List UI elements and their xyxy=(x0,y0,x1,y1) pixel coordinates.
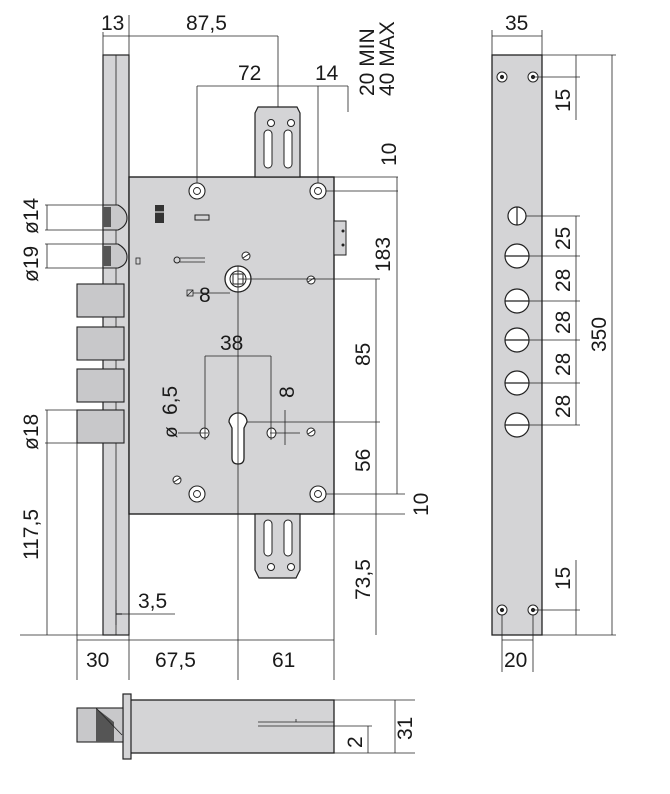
dim-6-5: 6,5 xyxy=(159,386,182,415)
dim-d18: ø18 xyxy=(20,414,43,450)
bottom-bracket xyxy=(254,513,301,579)
dim-35: 35 xyxy=(505,12,528,35)
dim-40-max: 40 MAX xyxy=(376,21,399,96)
pin-key xyxy=(173,256,205,264)
deadbolt-3 xyxy=(76,368,125,403)
dim-117-5: 117,5 xyxy=(20,509,43,560)
side-dimensions: 35 350 15 25 28 28 28 28 15 20 xyxy=(491,12,616,672)
deadbolt-2 xyxy=(76,326,125,361)
case-screw-tr xyxy=(309,182,327,200)
dim-72: 72 xyxy=(238,62,261,85)
dim-28-d: 28 xyxy=(552,395,575,418)
dim-67-5: 67,5 xyxy=(155,649,196,672)
dim-28-c: 28 xyxy=(552,353,575,376)
dim-3-5: 3,5 xyxy=(138,590,167,613)
dim-d19: ø19 xyxy=(20,246,43,282)
deadbolt-4 xyxy=(76,409,125,444)
dim-38: 38 xyxy=(220,332,243,355)
side-tab xyxy=(333,220,347,256)
latch-bolt-lower xyxy=(102,243,128,269)
faceplate-side xyxy=(491,54,543,636)
dim-20: 20 xyxy=(504,649,527,672)
dim-25: 25 xyxy=(552,227,575,250)
dim-61: 61 xyxy=(272,649,295,672)
dim-15-top: 15 xyxy=(552,89,575,112)
dim-73-5: 73,5 xyxy=(352,559,375,600)
side-view xyxy=(491,54,543,636)
dim-10-bottom: 10 xyxy=(410,493,433,516)
latch-bolt-upper xyxy=(102,204,128,231)
dim-87-5: 87,5 xyxy=(186,12,227,35)
dim-183: 183 xyxy=(372,237,395,272)
dim-15-bottom: 15 xyxy=(552,567,575,590)
deadbolt-1 xyxy=(76,283,125,318)
svg-text:ø: ø xyxy=(161,426,182,438)
dim-8-spindle: 8 xyxy=(199,284,211,307)
dim-14: 14 xyxy=(315,62,339,85)
slot-marker xyxy=(155,205,164,223)
dim-d14: ø14 xyxy=(20,197,43,234)
dim-350: 350 xyxy=(588,317,611,352)
case-screw-bl xyxy=(188,485,206,503)
dim-28-b: 28 xyxy=(552,311,575,334)
case-screw-tl xyxy=(188,182,206,200)
plan-case xyxy=(128,699,335,754)
plan-view: 2 31 xyxy=(76,693,417,760)
dim-8-pin: 8 xyxy=(276,386,299,398)
dim-28-a: 28 xyxy=(552,269,575,292)
dim-56: 56 xyxy=(352,449,375,472)
case-screw-br xyxy=(309,485,327,503)
top-bracket xyxy=(254,106,301,178)
dim-10-top: 10 xyxy=(378,143,401,166)
front-view xyxy=(76,54,347,680)
plan-faceplate xyxy=(122,693,132,760)
dim-20-min: 20 MIN xyxy=(356,28,379,96)
dim-31: 31 xyxy=(394,717,417,740)
dim-2: 2 xyxy=(344,736,367,748)
front-dimensions: 13 87,5 72 14 20 MIN 40 MAX 10 183 85 56… xyxy=(20,12,433,680)
dim-13: 13 xyxy=(101,12,124,35)
dim-30: 30 xyxy=(86,649,109,672)
dim-85: 85 xyxy=(352,343,375,366)
